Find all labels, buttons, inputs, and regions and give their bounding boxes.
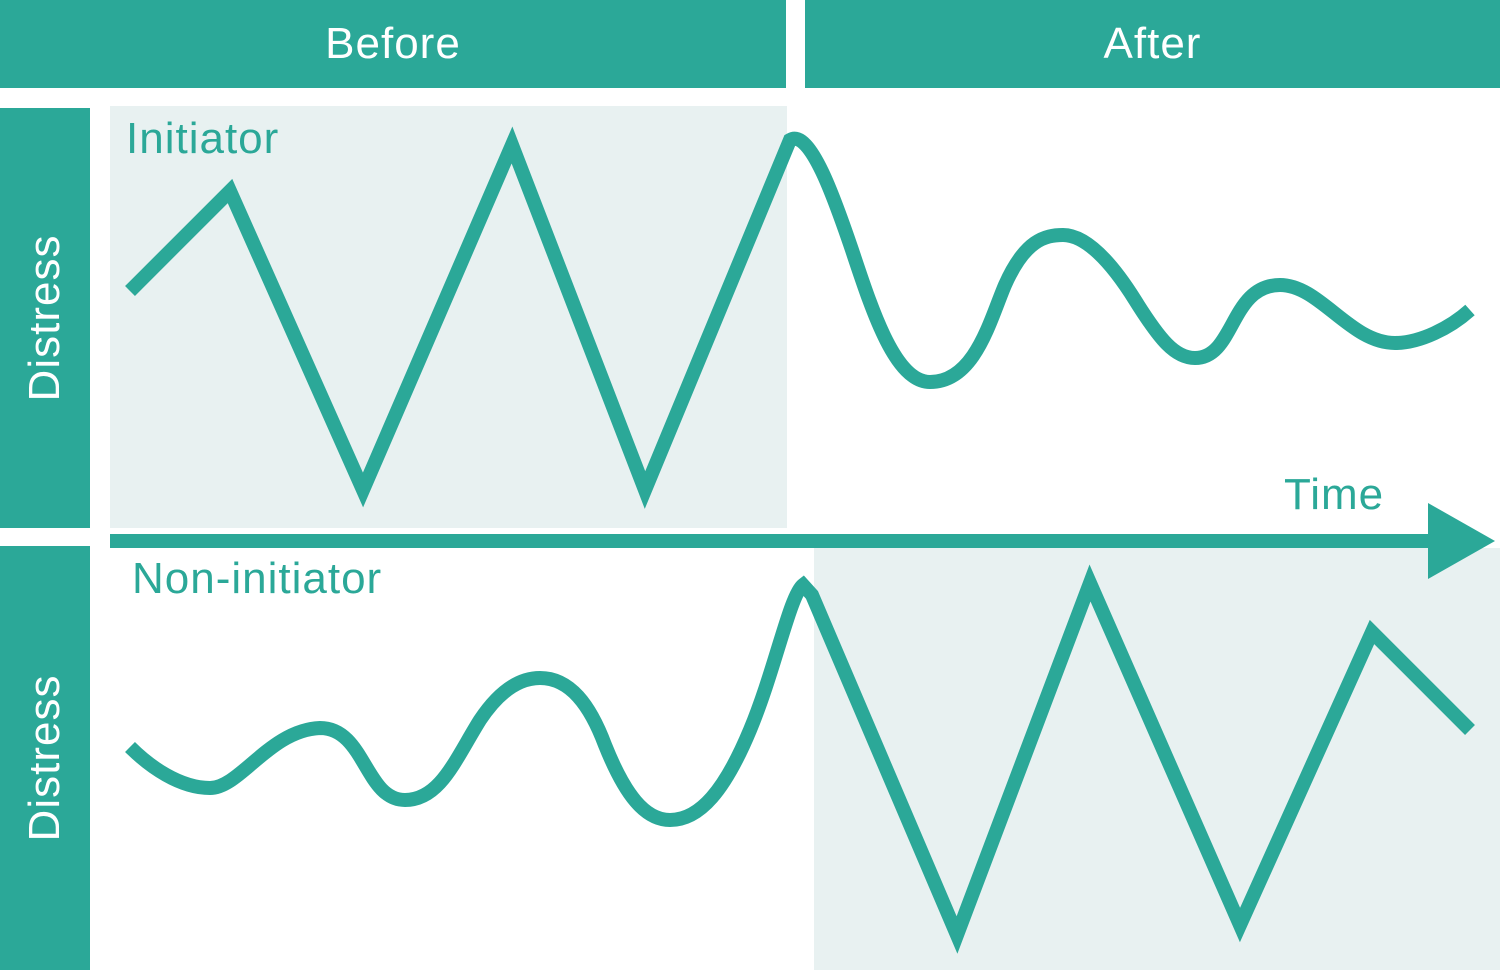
noninitiator-label: Non-initiator xyxy=(132,554,383,603)
initiator-distress-curve xyxy=(125,126,1475,509)
header-before: Before xyxy=(0,0,786,88)
time-axis-arrowhead xyxy=(1428,503,1495,579)
initiator-before-shading xyxy=(110,106,787,528)
header-after-label: After xyxy=(1103,19,1202,68)
initiator-label: Initiator xyxy=(126,114,280,163)
header-after: After xyxy=(805,0,1500,88)
time-axis-label: Time xyxy=(1284,470,1385,519)
header-before-label: Before xyxy=(325,19,461,68)
noninitiator-distress-curve xyxy=(125,564,1475,954)
noninitiator-after-shading xyxy=(814,548,1500,970)
y-axis-bar-top: Distress xyxy=(0,108,90,528)
y-axis-bar-bottom: Distress xyxy=(0,546,90,970)
